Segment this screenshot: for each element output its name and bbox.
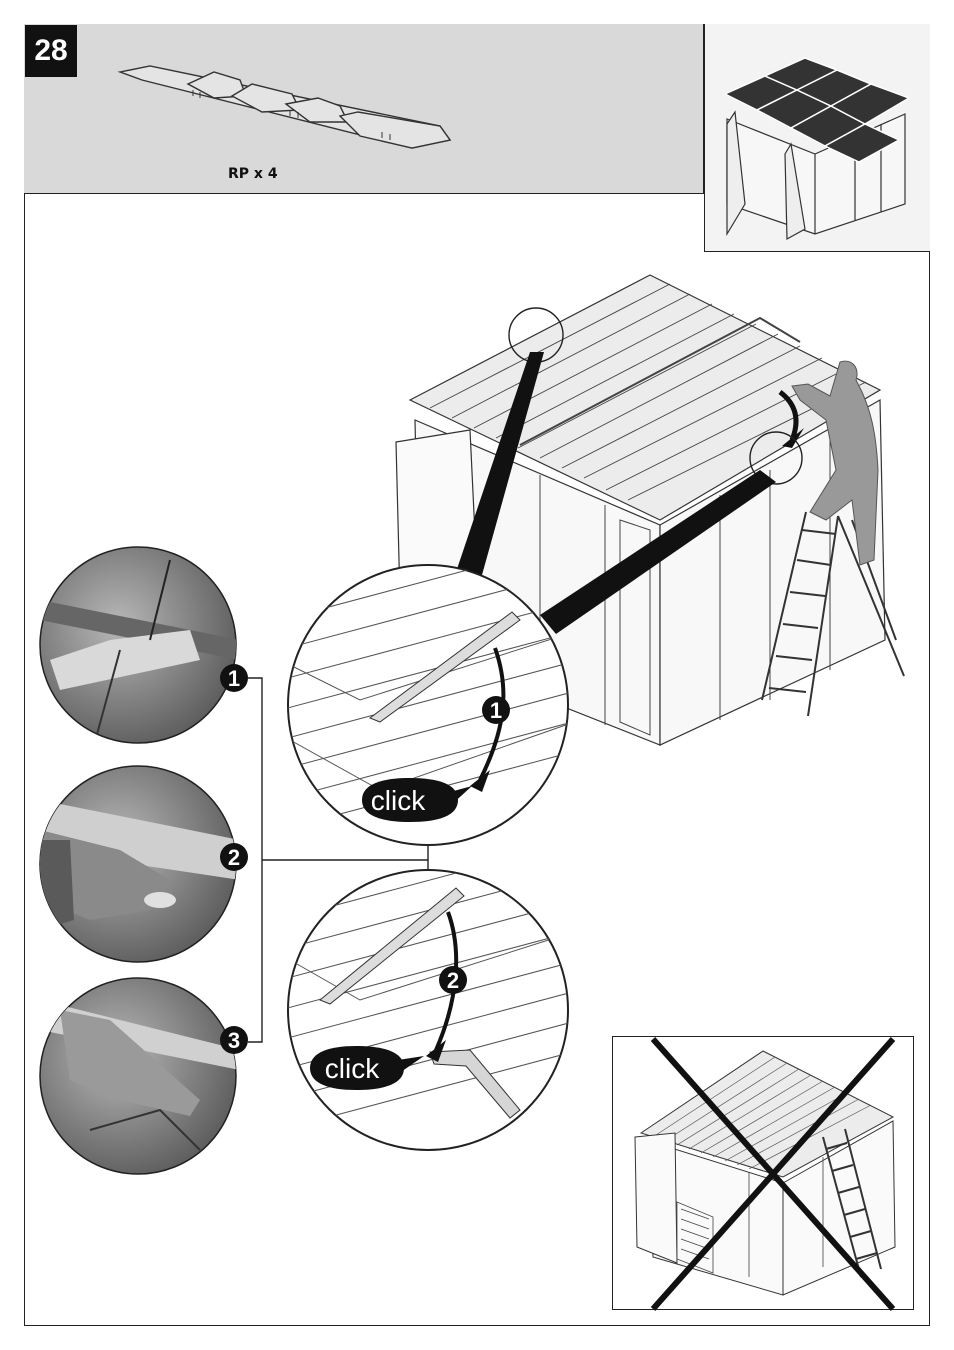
photo-step-number-2: 2 <box>228 845 240 870</box>
photo-step-2: 2 <box>40 766 248 962</box>
photo-step-1: 1 <box>40 547 248 760</box>
photo-step-number-3: 3 <box>228 1028 240 1053</box>
photo-step-3: 3 <box>40 978 248 1174</box>
incorrect-method-drawing <box>613 1037 915 1311</box>
incorrect-method-box <box>612 1036 914 1310</box>
photo-step-number-1: 1 <box>228 666 240 691</box>
